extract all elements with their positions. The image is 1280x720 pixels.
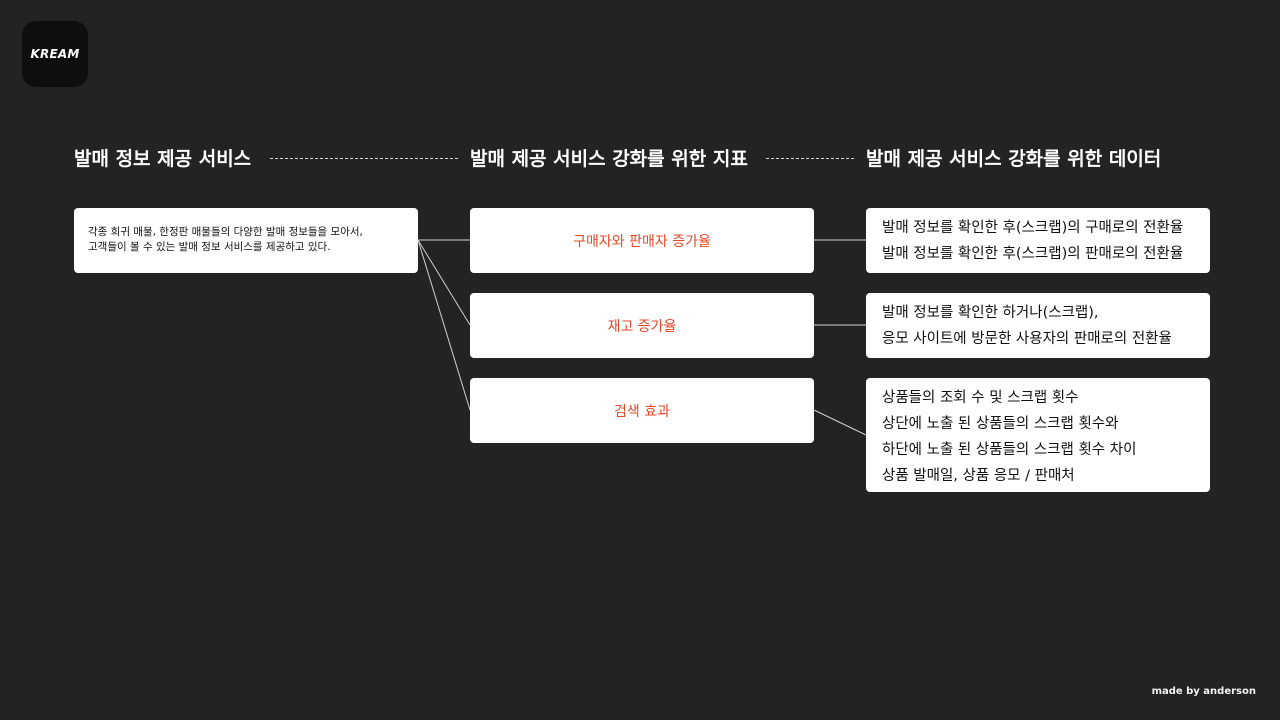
data-line: 발매 정보를 확인한 후(스크랩)의 구매로의 전환율 — [882, 220, 1184, 236]
metric-label: 검색 효과 — [614, 403, 670, 420]
connector-source-to-metric-2 — [417, 239, 471, 326]
metric-box-inventory-growth: 재고 증가율 — [470, 293, 814, 358]
source-line: 각종 희귀 매물, 한정판 매물들의 다양한 발매 정보들을 모아서, — [88, 226, 363, 238]
heading-data: 발매 제공 서비스 강화를 위한 데이터 — [866, 148, 1162, 170]
heading-divider-1 — [270, 158, 458, 159]
data-box-raffle-conversion: 발매 정보를 확인한 하거나(스크랩), 응모 사이트에 방문한 사용자의 판매… — [866, 293, 1210, 358]
data-line: 상품 발매일, 상품 응모 / 판매처 — [882, 468, 1075, 484]
kream-logo: KREAM — [22, 21, 88, 87]
data-line: 발매 정보를 확인한 후(스크랩)의 판매로의 전환율 — [882, 246, 1184, 262]
data-line: 응모 사이트에 방문한 사용자의 판매로의 전환율 — [882, 331, 1172, 347]
metric-box-buyer-seller-growth: 구매자와 판매자 증가율 — [470, 208, 814, 273]
metric-box-search-effect: 검색 효과 — [470, 378, 814, 443]
credit-text: made by anderson — [1151, 686, 1256, 697]
source-description-box: 각종 희귀 매물, 한정판 매물들의 다양한 발매 정보들을 모아서, 고객들이… — [74, 208, 418, 273]
metric-label: 재고 증가율 — [607, 318, 677, 335]
heading-metrics: 발매 제공 서비스 강화를 위한 지표 — [470, 148, 748, 170]
data-box-conversion: 발매 정보를 확인한 후(스크랩)의 구매로의 전환율 발매 정보를 확인한 후… — [866, 208, 1210, 273]
data-line: 상품들의 조회 수 및 스크랩 횟수 — [882, 390, 1079, 406]
connector-metric-3-to-data-3 — [813, 409, 867, 436]
data-line: 상단에 노출 된 상품들의 스크랩 횟수와 — [882, 416, 1119, 432]
heading-release-info-service: 발매 정보 제공 서비스 — [74, 148, 252, 170]
source-line: 고객들이 볼 수 있는 발매 정보 서비스를 제공하고 있다. — [88, 241, 331, 253]
data-line: 하단에 노출 된 상품들의 스크랩 횟수 차이 — [882, 442, 1137, 458]
metric-label: 구매자와 판매자 증가율 — [573, 233, 711, 250]
heading-divider-2 — [766, 158, 854, 159]
connector-source-to-metric-3 — [417, 239, 471, 411]
logo-text: KREAM — [30, 47, 80, 61]
data-box-search-data: 상품들의 조회 수 및 스크랩 횟수 상단에 노출 된 상품들의 스크랩 횟수와… — [866, 378, 1210, 492]
data-line: 발매 정보를 확인한 하거나(스크랩), — [882, 305, 1099, 321]
